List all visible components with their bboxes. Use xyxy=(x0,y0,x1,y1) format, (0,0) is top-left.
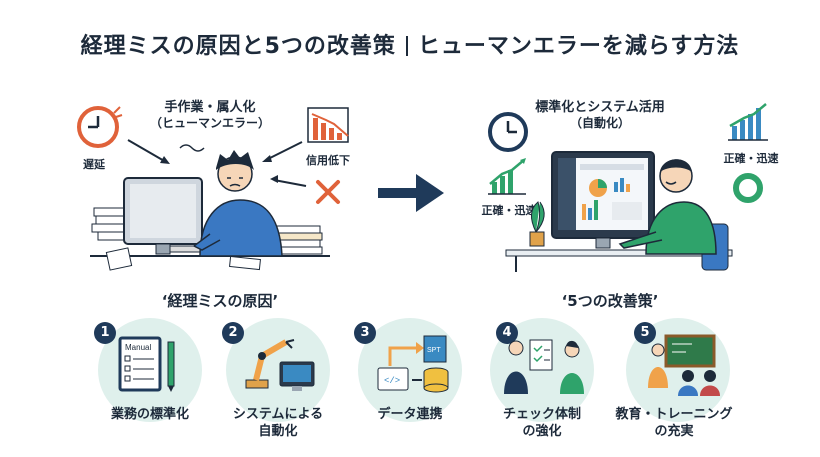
team-checking-icon xyxy=(504,339,584,394)
left-subheading: （ヒューマンエラー） xyxy=(149,116,270,130)
right-caption: ‘5つの改善策’ xyxy=(561,292,659,310)
step-4-number: 4 xyxy=(496,322,518,344)
step-3-label: データ連携 xyxy=(340,406,480,423)
spt-text: SPT xyxy=(427,347,441,354)
title-left: 経理ミスの原因と5つの改善策 xyxy=(80,34,396,59)
step-5-label-line2: の充実 xyxy=(654,424,694,439)
correct-circle-icon xyxy=(733,173,763,203)
step-5-number: 5 xyxy=(634,322,656,344)
declining-chart-icon xyxy=(307,107,349,143)
right-heading: 標準化とシステム活用 xyxy=(535,100,665,115)
step-2-label-line1: システムによる xyxy=(232,407,324,422)
step-4-label: チェック体制 の強化 xyxy=(472,406,612,440)
step-2-number: 2 xyxy=(222,322,244,344)
trust-down-label: 信用低下 xyxy=(306,154,350,167)
stressed-worker-illustration xyxy=(90,144,330,271)
step-2-label: システムによる 自動化 xyxy=(208,406,348,440)
step-4-label-line2: の強化 xyxy=(522,424,562,439)
step-3-number: 3 xyxy=(354,322,376,344)
title-right: ヒューマンエラーを減らす方法 xyxy=(417,34,740,59)
left-heading: 手作業・属人化 xyxy=(164,100,256,115)
page-title: 経理ミスの原因と5つの改善策ヒューマンエラーを減らす方法 xyxy=(0,28,820,60)
training-classroom-icon xyxy=(648,334,720,396)
left-caption: ‘経理ミスの原因’ xyxy=(161,292,279,310)
efficient-worker-illustration xyxy=(505,151,733,272)
arrow-right-icon xyxy=(378,174,444,212)
clock-icon xyxy=(77,106,123,148)
step-4-label-line1: チェック体制 xyxy=(502,407,581,422)
manual-text: Manual xyxy=(125,343,151,352)
step-5-label-line1: 教育・トレーニング xyxy=(615,407,733,422)
svg-text:</>: </> xyxy=(384,376,400,386)
rising-chart-icon xyxy=(488,158,526,195)
step-5-label: 教育・トレーニング の充実 xyxy=(604,406,744,440)
rising-chart-icon xyxy=(728,103,768,141)
accurate-fast-label-right: 正確・迅速 xyxy=(723,152,779,165)
accurate-fast-label-left: 正確・迅速 xyxy=(481,204,537,217)
robot-arm-icon xyxy=(245,339,315,391)
data-sync-icon: </> SPT xyxy=(377,335,449,393)
manual-checklist-icon: Manual xyxy=(118,336,175,392)
step-1-label: 業務の標準化 xyxy=(80,406,220,423)
delay-label: 遅延 xyxy=(83,158,105,171)
cross-icon xyxy=(316,180,340,204)
step-2-label-line2: 自動化 xyxy=(258,424,298,439)
clock-icon xyxy=(488,112,528,152)
right-subheading: （自動化） xyxy=(569,116,630,130)
step-3-label-line1: データ連携 xyxy=(377,407,443,422)
title-divider xyxy=(405,36,408,56)
pressure-arrows xyxy=(127,139,307,187)
step-1-number: 1 xyxy=(94,322,116,344)
step-1-label-line1: 業務の標準化 xyxy=(110,407,189,422)
